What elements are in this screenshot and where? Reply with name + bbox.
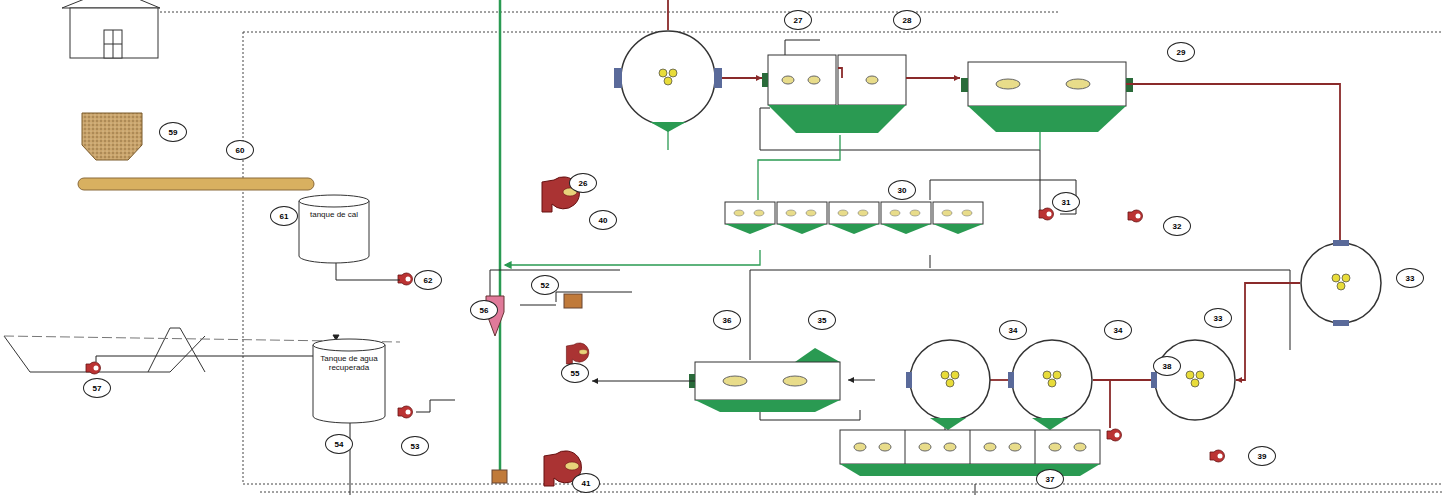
- callout-number: 26: [569, 173, 597, 193]
- callout-number: 28: [893, 10, 921, 30]
- callout-number: 59: [159, 122, 187, 142]
- callout-number: 52: [531, 275, 559, 295]
- callout-number: 30: [888, 180, 916, 200]
- callout-number: 31: [1052, 192, 1080, 212]
- callout-number: 40: [589, 210, 617, 230]
- callout-number: 57: [83, 378, 111, 398]
- callout-number: 62: [414, 270, 442, 290]
- callout-number: 41: [572, 473, 600, 493]
- callout-number: 56: [470, 300, 498, 320]
- callout-number: 55: [561, 363, 589, 383]
- callout-number: 39: [1248, 446, 1276, 466]
- tank-cylinder: tanque de cal: [298, 194, 370, 264]
- callout-number: 27: [784, 10, 812, 30]
- callout-number: 61: [270, 206, 298, 226]
- tank-label: tanque de cal: [304, 210, 364, 219]
- callout-number: 60: [226, 140, 254, 160]
- tank-outline: [312, 338, 386, 424]
- callout-number: 54: [325, 434, 353, 454]
- callout-number: 34: [999, 320, 1027, 340]
- callout-number: 32: [1163, 216, 1191, 236]
- callout-number: 33: [1396, 268, 1424, 288]
- callout-number: 38: [1153, 356, 1181, 376]
- tank-cylinder: Tanque de agua recuperada: [312, 338, 386, 424]
- callout-number: 37: [1036, 469, 1064, 489]
- callout-number: 36: [713, 310, 741, 330]
- callout-number: 35: [808, 310, 836, 330]
- callout-number: 33: [1204, 308, 1232, 328]
- callout-number: 29: [1167, 42, 1195, 62]
- tank-outline: [298, 194, 370, 264]
- callout-number: 34: [1104, 320, 1132, 340]
- callout-number: 53: [401, 436, 429, 456]
- tank-label: Tanque de agua recuperada: [318, 354, 380, 372]
